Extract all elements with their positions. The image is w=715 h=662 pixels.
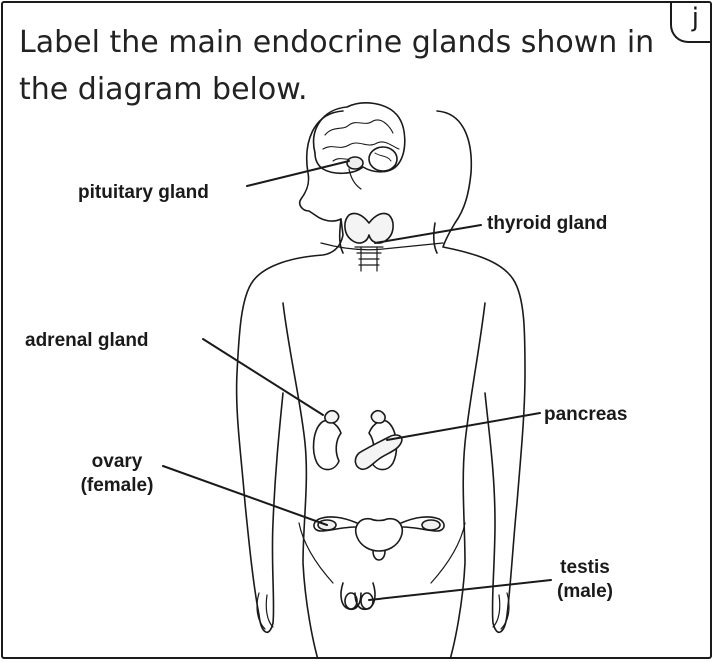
label-ovary-line2: (female) (67, 474, 167, 498)
thyroid-gland (345, 213, 393, 271)
label-testis: testis (male) (547, 556, 623, 604)
pancreas-leader (387, 413, 540, 440)
body-outline (237, 111, 525, 632)
testis-leader (369, 580, 551, 600)
hip-lines (299, 523, 465, 583)
pancreas-organ (355, 435, 402, 469)
label-pituitary-gland: pituitary gland (78, 181, 209, 205)
adrenal-gland-left (325, 411, 339, 423)
reproductive-organs (314, 517, 444, 560)
label-ovary: ovary (female) (67, 450, 167, 498)
ovary-leader (163, 466, 327, 525)
testes (341, 583, 375, 609)
label-thyroid-gland: thyroid gland (487, 212, 607, 236)
pituitary-gland (347, 157, 363, 169)
label-testis-line1: testis (547, 556, 623, 580)
adrenal-leader (203, 339, 323, 415)
label-pancreas: pancreas (544, 403, 627, 427)
label-testis-line2: (male) (547, 580, 623, 604)
adrenal-gland-right (371, 411, 385, 423)
label-ovary-line1: ovary (67, 450, 167, 474)
label-adrenal-gland: adrenal gland (25, 329, 149, 353)
torso-outline (283, 303, 485, 659)
